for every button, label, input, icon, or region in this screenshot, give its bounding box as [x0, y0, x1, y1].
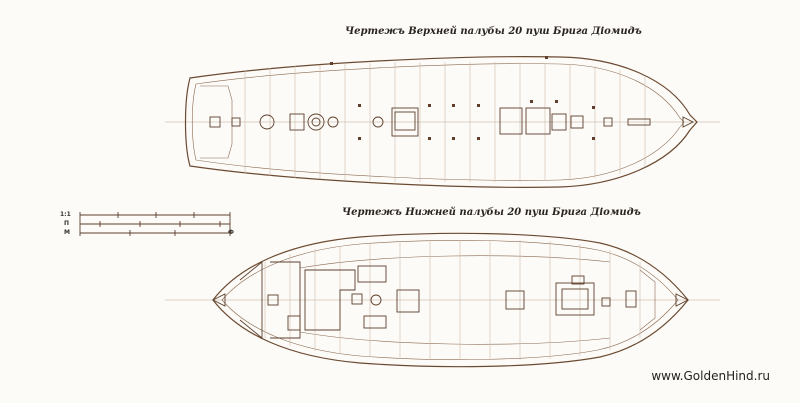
scale-label-4: Ф	[228, 229, 234, 236]
scale-bar	[79, 212, 231, 236]
lower-deck-title: Чертежъ Нижней палубы 20 пуш Брига Діоми…	[342, 207, 641, 218]
upper-hatch-4	[551, 113, 567, 131]
lower-hatch-2	[505, 290, 525, 310]
upper-round-hatch	[259, 114, 275, 130]
upper-hatch-2	[499, 107, 523, 135]
upper-hatch-5	[570, 115, 584, 129]
lower-fitting-b	[601, 297, 611, 307]
lower-store-2	[363, 315, 387, 329]
lower-hull-inner	[221, 240, 679, 360]
scale-label-2: П	[64, 220, 70, 227]
upper-hatch-3	[525, 107, 551, 135]
upper-hull-inner	[191, 63, 685, 181]
lower-deck-plan	[165, 232, 720, 368]
lower-store-1	[357, 265, 387, 283]
lower-bow-cabin	[639, 269, 656, 331]
scale-label-1: 1:1	[60, 211, 71, 218]
lower-bow-stem	[675, 293, 690, 307]
upper-hatch-1	[289, 113, 305, 131]
lower-stern-cabin	[239, 261, 263, 339]
scale-label-3: М	[64, 229, 70, 236]
lower-mast-step	[370, 294, 382, 306]
lower-cabin-1	[270, 261, 301, 339]
website-watermark: www.GoldenHind.ru	[651, 369, 770, 383]
upper-fitting-fore	[603, 117, 613, 127]
lower-hatch-small	[351, 293, 363, 305]
upper-pump	[327, 116, 339, 128]
upper-fitting-stern	[209, 116, 221, 128]
upper-deck-title: Чертежъ Верхней палубы 20 пуш Брига Діом…	[345, 26, 642, 37]
upper-main-hatch	[391, 107, 419, 137]
lower-fitting-a	[571, 275, 585, 285]
upper-capstan	[307, 113, 325, 131]
upper-bowsprit-step	[627, 118, 651, 126]
upper-bitts	[330, 56, 595, 140]
lower-ceiling-line	[299, 255, 611, 345]
upper-hull-outline	[184, 56, 698, 188]
lower-stern-post	[211, 293, 226, 307]
lower-hatch-stern	[287, 315, 301, 331]
upper-mast	[372, 116, 384, 128]
upper-capstan-small	[231, 117, 241, 127]
lower-cabin-2	[304, 269, 356, 331]
lower-hatch-3	[555, 282, 595, 316]
lower-fitting-stern	[267, 294, 279, 306]
lower-main-hatch	[396, 289, 420, 313]
lower-fitting-c	[625, 290, 637, 308]
upper-bow-stem	[682, 116, 695, 128]
upper-deck-plan	[165, 56, 720, 188]
